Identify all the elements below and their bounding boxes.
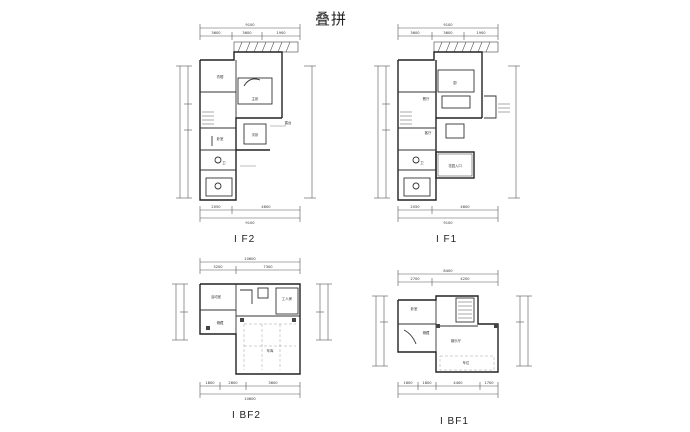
dim-f1-bot-0: 2050 (410, 205, 420, 209)
dim-bf2-top-0: 10600 (244, 257, 256, 261)
dim-bf2-bot-3: 10600 (244, 397, 256, 401)
dim-f2-bot-1: 4600 (261, 205, 271, 209)
plan-f1 (374, 24, 520, 222)
dim-f2-top-2: 3600 (242, 31, 252, 35)
dim-f1-top-2: 3600 (443, 31, 453, 35)
floor-label-f2: I F2 (234, 234, 256, 245)
dim-f2-top-3: 1900 (276, 31, 286, 35)
room-f1-4: 花园入口 (448, 163, 462, 168)
room-bf1-0: 卧室 (411, 306, 418, 311)
dim-bf1-top-1: 2700 (410, 277, 420, 281)
room-f2-4: 露台 (285, 120, 292, 125)
dim-f2-top-1: 3600 (211, 31, 221, 35)
room-bf2-1: 储藏 (217, 320, 224, 325)
room-f2-1: 衣帽 (217, 74, 224, 79)
room-f2-2: 次卧 (252, 132, 259, 137)
dim-bf1-top-0: 8400 (443, 269, 453, 273)
page-title: 叠拼 (315, 10, 348, 28)
room-bf2-2: 车库 (267, 348, 274, 353)
room-f2-5: 卫 (222, 161, 226, 165)
room-bf2-0: 活动室 (211, 294, 222, 299)
room-f2-3: 卧室 (217, 136, 224, 141)
dim-bf1-bot-1: 1800 (422, 381, 432, 385)
dim-bf1-bot-3: 1700 (484, 381, 494, 385)
room-f1-1: 餐厅 (423, 96, 430, 101)
room-f2-0: 主卧 (252, 96, 259, 101)
dim-bf1-bot-2: 4400 (453, 381, 463, 385)
dim-bf1-top-2: 4200 (460, 277, 470, 281)
dim-f1-bot-1: 4600 (460, 205, 470, 209)
dim-f1-top-0: 9100 (443, 23, 453, 27)
room-f1-2: 客厅 (425, 130, 432, 135)
room-bf1-2: 车位 (463, 360, 470, 365)
dim-bf2-top-1: 3200 (213, 265, 223, 269)
room-f1-3: 卫 (420, 161, 424, 165)
dim-f1-bot-2: 9100 (443, 221, 453, 225)
room-bf2-3: 工人房 (282, 296, 293, 301)
floor-label-bf1: I BF1 (440, 416, 469, 427)
dim-bf2-bot-1: 2800 (228, 381, 238, 385)
dim-f2-top-0: 9100 (245, 23, 255, 27)
dim-f1-top-3: 1900 (476, 31, 486, 35)
dim-f2-bot-2: 9100 (245, 221, 255, 225)
plan-f2 (176, 24, 316, 222)
room-bf1-1: 娱乐厅 (451, 338, 462, 343)
plan-bf2 (172, 258, 332, 398)
floor-label-bf2: I BF2 (232, 410, 261, 421)
dim-bf2-bot-2: 3600 (268, 381, 278, 385)
room-f1-0: 厨 (453, 80, 457, 85)
room-bf1-3: 储藏 (423, 330, 430, 335)
floor-label-f1: I F1 (436, 234, 458, 245)
dim-f2-bot-0: 2050 (211, 205, 221, 209)
dim-f1-top-1: 3600 (410, 31, 420, 35)
dim-bf2-bot-0: 1800 (205, 381, 215, 385)
plan-bf1 (372, 270, 532, 398)
dim-bf2-top-2: 7300 (263, 265, 273, 269)
dim-bf1-bot-0: 1800 (403, 381, 413, 385)
